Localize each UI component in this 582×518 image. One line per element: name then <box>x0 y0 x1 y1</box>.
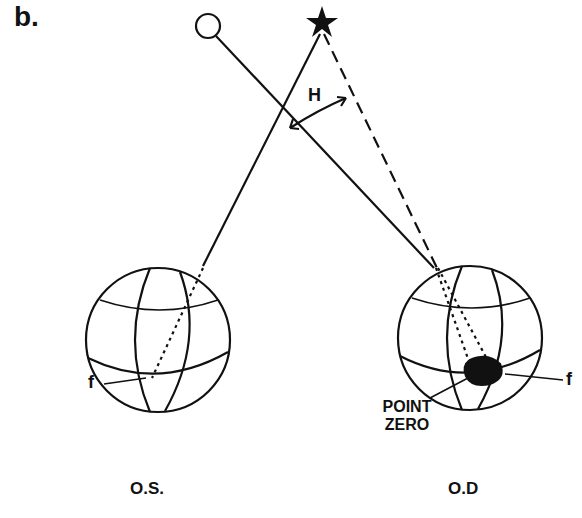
fixation-circle <box>196 14 220 38</box>
latitude <box>100 300 218 310</box>
dark-patch <box>465 357 502 385</box>
leader-line <box>430 378 468 398</box>
leader-line <box>505 374 563 380</box>
arrowhead <box>337 97 346 106</box>
visual-line <box>203 34 320 266</box>
meridian <box>135 268 150 412</box>
arrowhead <box>290 119 299 129</box>
leader-line <box>104 378 146 384</box>
meridian <box>478 270 502 409</box>
point-label: POINT ZERO <box>372 398 442 433</box>
eye-label: O.D <box>448 480 478 499</box>
eye-label: O.S. <box>130 480 164 499</box>
dotted-line <box>438 268 494 372</box>
star-target <box>306 6 338 37</box>
angle-label: H <box>306 86 323 106</box>
latitude <box>412 298 530 308</box>
dotted-line <box>152 268 203 378</box>
equator <box>88 352 228 374</box>
meridian <box>165 272 190 411</box>
fovea-label: f <box>566 370 572 390</box>
visual-line <box>216 36 434 268</box>
left-eyeball <box>86 268 230 412</box>
dashed-line <box>324 34 437 268</box>
figure-letter: b. <box>14 2 39 33</box>
right-eyeball <box>398 266 542 410</box>
fovea-label: f <box>88 373 94 393</box>
